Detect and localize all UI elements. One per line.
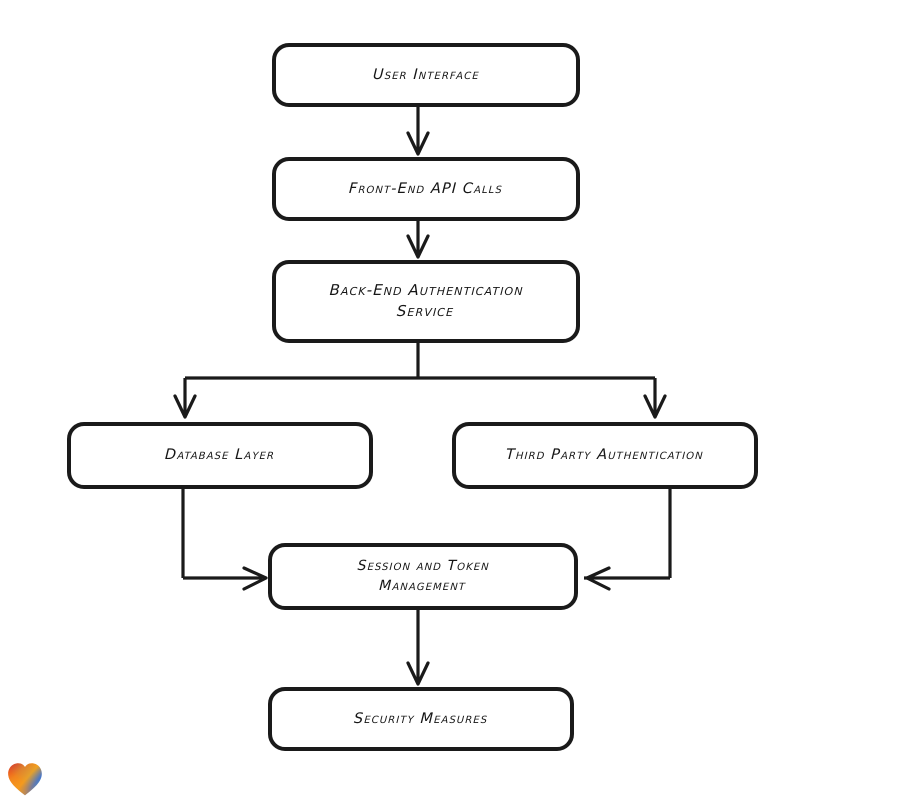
- node-label-backend-auth-service: Back-End Authentication Service: [329, 281, 525, 321]
- arrowhead-to-session-left: [242, 566, 268, 591]
- node-backend-auth-service[interactable]: Back-End Authentication Service: [272, 260, 580, 343]
- arrowhead-to-backend: [406, 234, 430, 259]
- node-label-security-measures: Security Measures: [353, 710, 489, 727]
- node-database-layer[interactable]: Database Layer: [67, 422, 373, 489]
- arrowhead-to-security: [406, 661, 430, 686]
- node-frontend-api-calls[interactable]: Front-End API Calls: [272, 157, 580, 221]
- heart-icon: [8, 763, 42, 796]
- node-security-measures[interactable]: Security Measures: [268, 687, 574, 751]
- arrowhead-to-session-right: [585, 566, 611, 591]
- node-label-database-layer: Database Layer: [164, 447, 276, 464]
- arrowhead-to-db: [173, 394, 197, 419]
- node-user-interface[interactable]: User Interface: [272, 43, 580, 107]
- arrowhead-to-third: [643, 394, 667, 419]
- node-label-session-token-management: Session and Token Management: [357, 557, 491, 594]
- node-third-party-auth[interactable]: Third Party Authentication: [452, 422, 758, 489]
- node-label-user-interface: User Interface: [372, 66, 480, 83]
- arrowhead-to-api: [406, 131, 430, 156]
- node-session-token-management[interactable]: Session and Token Management: [268, 543, 578, 610]
- node-label-frontend-api-calls: Front-End API Calls: [348, 180, 504, 197]
- node-label-third-party-auth: Third Party Authentication: [505, 447, 705, 464]
